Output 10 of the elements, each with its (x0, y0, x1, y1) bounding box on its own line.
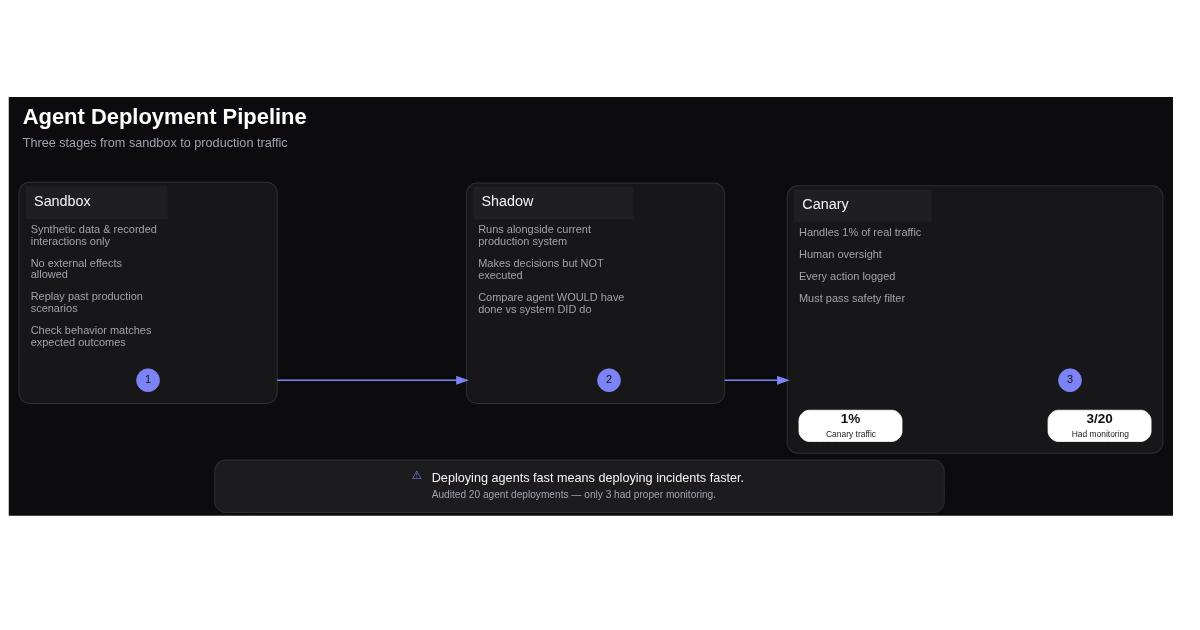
arrow (723, 375, 790, 385)
node-circle: 3 (1058, 367, 1082, 392)
node-circle: 2 (597, 367, 621, 392)
node-box: ⚠ Deploying agents fast means deploying incidents faster. Audited 20 agent deployments — only 3 had proper monitoring. (214, 459, 945, 513)
arrow (276, 375, 469, 385)
node-box: 1% Canary traffic (798, 409, 903, 442)
node-box: 3/20 Had monitoring (1047, 409, 1152, 442)
caption: Three stages from sandbox to production traffic (22, 135, 288, 150)
diagram-title: Agent Deployment Pipeline (22, 103, 307, 129)
node-circle: 1 (136, 367, 160, 392)
